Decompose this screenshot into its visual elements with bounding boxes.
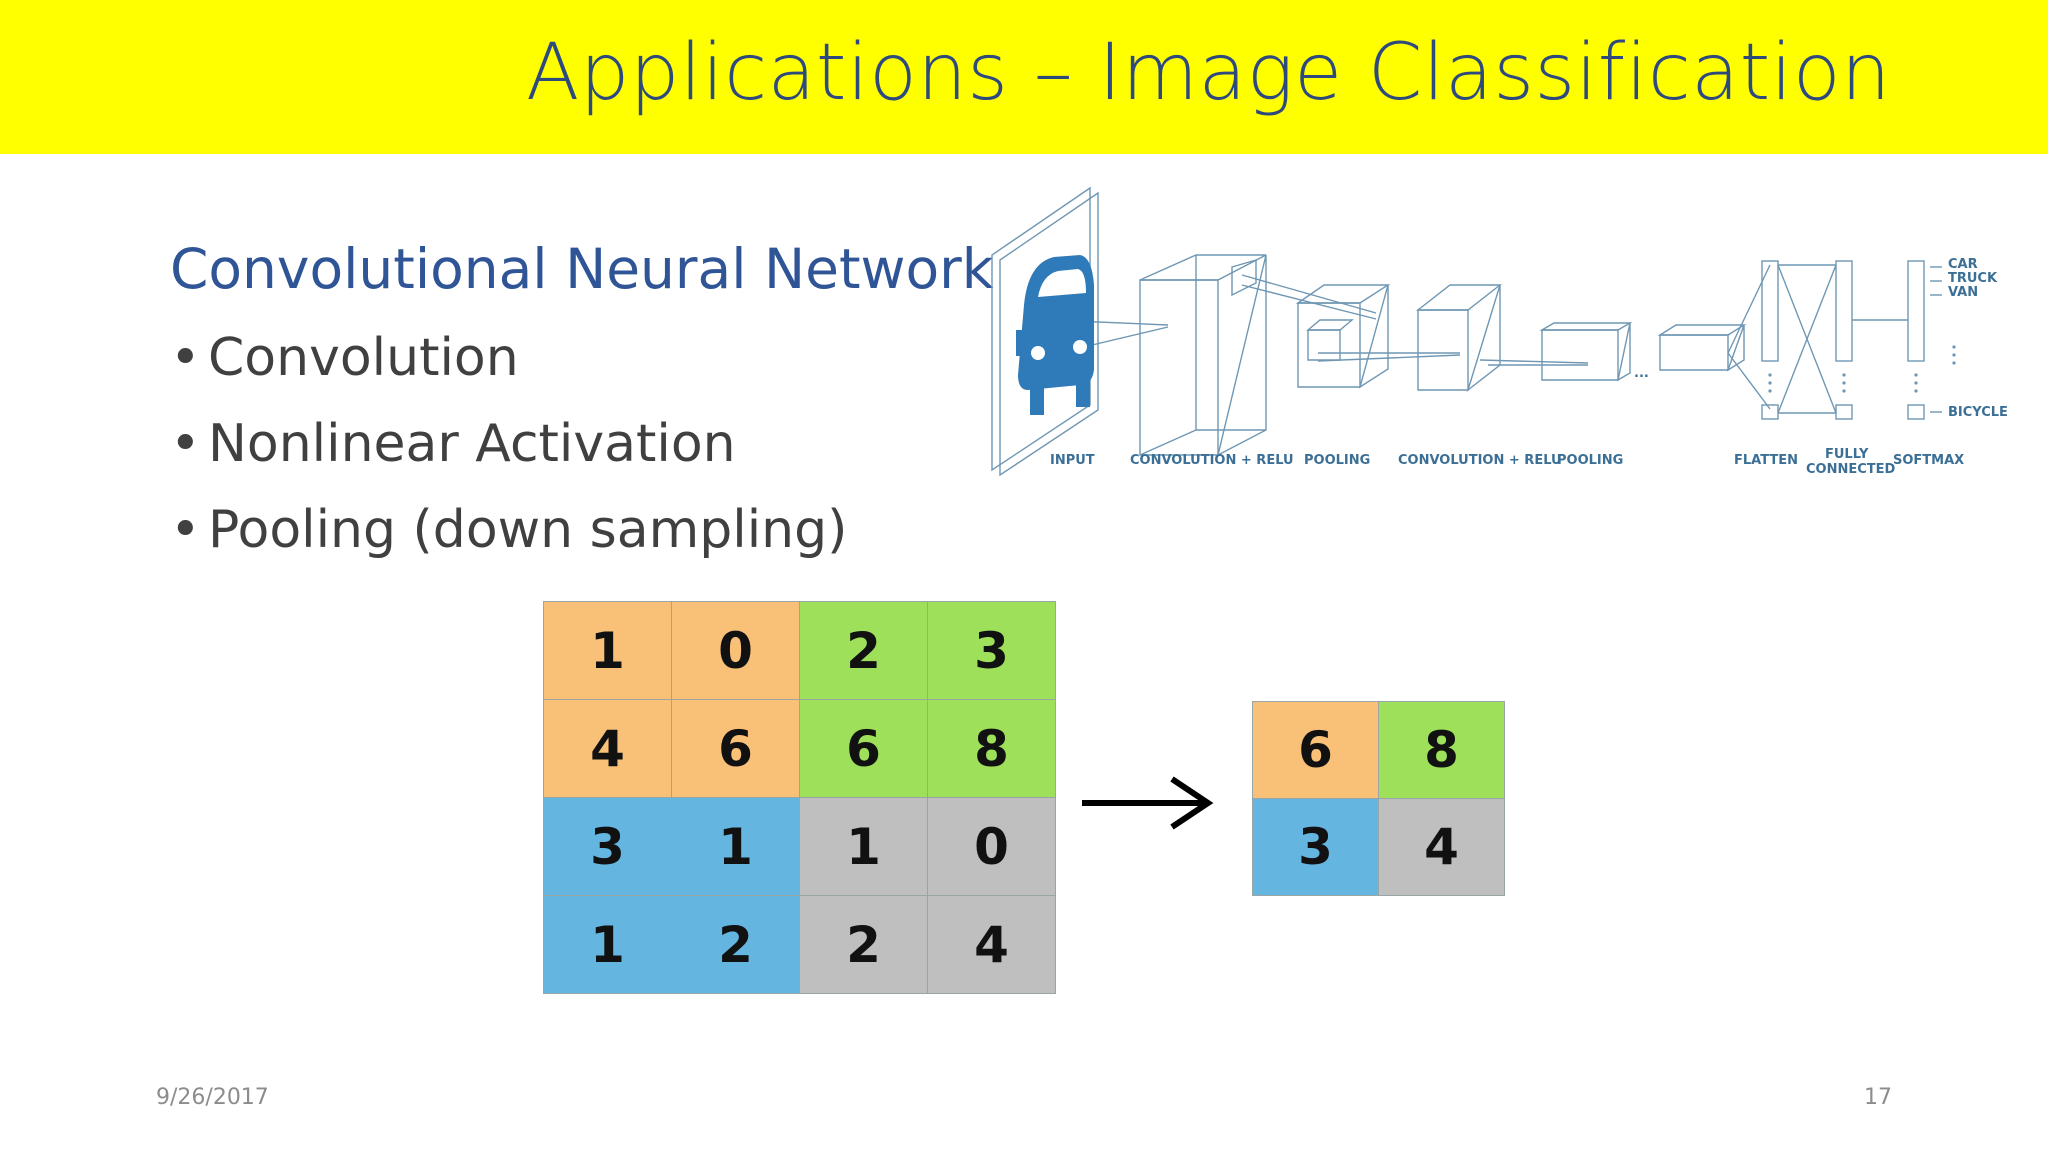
bullet-text: Convolution	[208, 328, 519, 388]
grid-cell: 8	[927, 699, 1056, 798]
stage-label-fully: FULLY	[1825, 447, 1869, 462]
bullet-item: •Nonlinear Activation	[170, 408, 847, 494]
grid-cell: 3	[1252, 798, 1379, 896]
grid-cell: 4	[1378, 798, 1505, 896]
class-label-van: VAN	[1948, 285, 1978, 300]
class-label-truck: TRUCK	[1948, 271, 1998, 286]
ellipsis-label: ...	[1634, 366, 1649, 381]
arrow-right-icon	[1082, 776, 1214, 830]
bullet-list: •Convolution •Nonlinear Activation •Pool…	[170, 322, 847, 580]
page-number: 17	[1864, 1085, 1892, 1110]
stage-label-pool1: POOLING	[1304, 453, 1370, 468]
grid-cell: 6	[1252, 701, 1379, 799]
grid-cell: 0	[927, 797, 1056, 896]
stage-label-softmax: SOFTMAX	[1893, 453, 1964, 468]
class-label-car: CAR	[1948, 257, 1978, 272]
grid-cell: 6	[799, 699, 928, 798]
grid-cell: 2	[671, 895, 800, 994]
bullet-item: •Convolution	[170, 322, 847, 408]
stage-label-input: INPUT	[1050, 453, 1095, 468]
grid-cell: 6	[671, 699, 800, 798]
grid-cell: 0	[671, 601, 800, 700]
slide-title: Applications – Image Classification	[525, 28, 1891, 118]
grid-cell: 1	[671, 797, 800, 896]
stage-label-conv2: CONVOLUTION + RELU	[1398, 453, 1562, 468]
grid-cell: 2	[799, 895, 928, 994]
stage-label-conv1: CONVOLUTION + RELU	[1130, 453, 1294, 468]
slide-subtitle: Convolutional Neural Network	[170, 237, 994, 301]
stage-label-flatten: FLATTEN	[1734, 453, 1798, 468]
bullet-text: Nonlinear Activation	[208, 414, 736, 474]
grid-cell: 3	[543, 797, 672, 896]
grid-cell: 2	[799, 601, 928, 700]
stage-label-connected: CONNECTED	[1806, 462, 1896, 477]
grid-cell: 4	[927, 895, 1056, 994]
grid-cell: 1	[799, 797, 928, 896]
grid-cell: 4	[543, 699, 672, 798]
class-label-bicycle: BICYCLE	[1948, 405, 2008, 420]
grid-cell: 1	[543, 601, 672, 700]
grid-cell: 3	[927, 601, 1056, 700]
bullet-dot: •	[170, 500, 201, 560]
footer-date: 9/26/2017	[156, 1085, 269, 1110]
grid-cell: 8	[1378, 701, 1505, 799]
stage-label-pool2: POOLING	[1557, 453, 1623, 468]
grid-cell: 1	[543, 895, 672, 994]
bullet-dot: •	[170, 414, 201, 474]
bullet-dot: •	[170, 328, 201, 388]
bullet-text: Pooling (down sampling)	[208, 500, 848, 560]
pooling-input-grid: 1 0 2 3 4 6 6 8 3 1 1 0 1 2 2 4	[543, 601, 1056, 994]
bullet-item: •Pooling (down sampling)	[170, 494, 847, 580]
cnn-architecture-diagram: INPUT CONVOLUTION + RELU POOLING CONVOLU…	[991, 186, 2008, 477]
pooling-output-grid: 6 8 3 4	[1252, 701, 1505, 896]
title-bar	[0, 0, 2048, 154]
